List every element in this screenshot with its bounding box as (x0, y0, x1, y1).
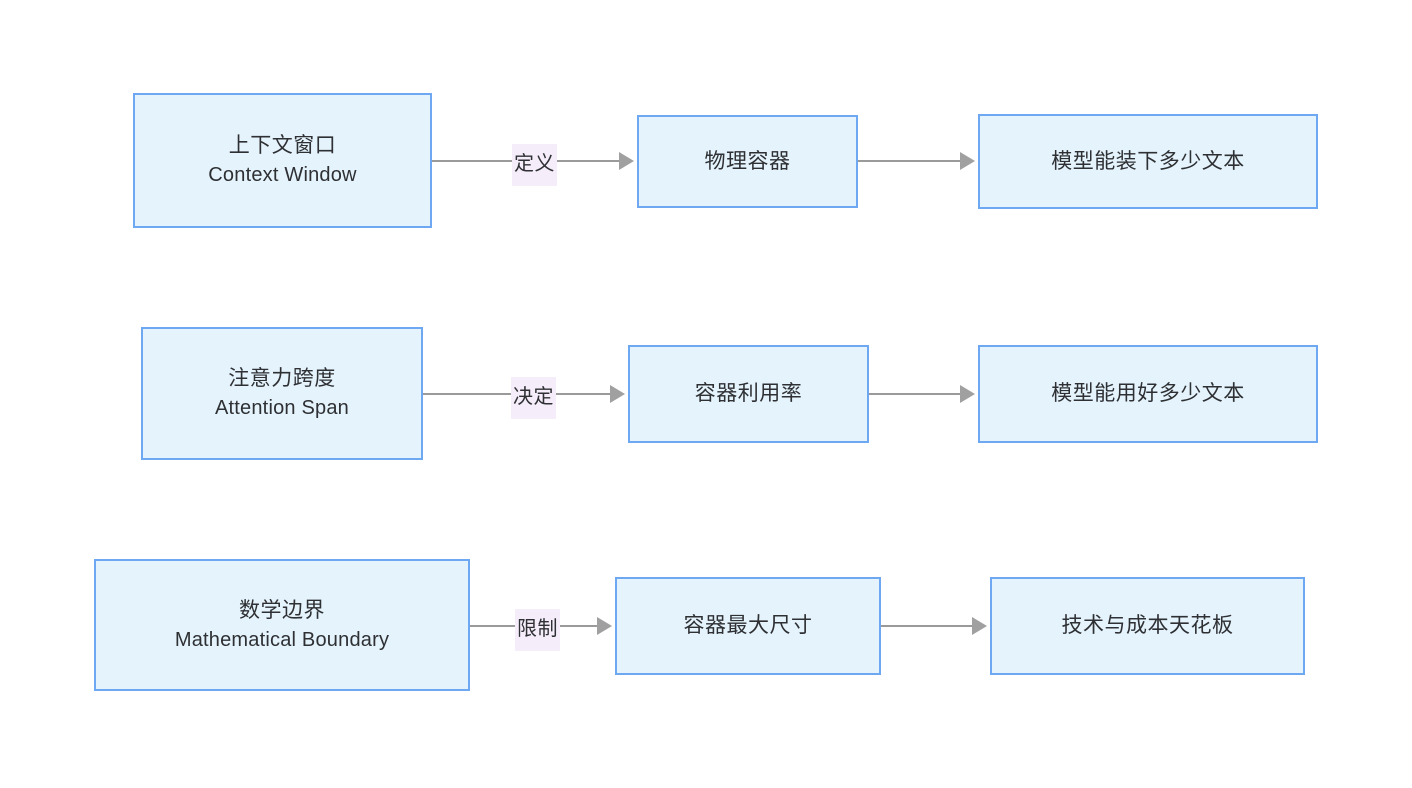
node-label-en: Mathematical Boundary (174, 628, 390, 651)
node-label-cn: 容器最大尺寸 (683, 614, 813, 638)
edge-row1-middle-to-target (858, 160, 962, 162)
node-container-max-size[interactable]: 容器最大尺寸 (615, 577, 881, 675)
node-label-cn: 数学边界 (239, 598, 325, 622)
node-label-cn: 模型能用好多少文本 (1051, 382, 1245, 406)
arrowhead-row2-target (960, 385, 975, 403)
node-mathematical-boundary[interactable]: 数学边界 Mathematical Boundary (94, 559, 470, 691)
node-attention-span[interactable]: 注意力跨度 Attention Span (141, 327, 423, 460)
node-label-cn: 物理容器 (704, 149, 791, 173)
edge-label-row1: 定义 (512, 144, 557, 186)
node-label-en: Attention Span (214, 397, 349, 420)
edge-label-row2: 决定 (511, 377, 556, 419)
node-container-utilization[interactable]: 容器利用率 (628, 345, 869, 443)
node-tech-and-cost-ceiling[interactable]: 技术与成本天花板 (990, 577, 1305, 675)
arrowhead-row1-middle (619, 152, 634, 170)
arrowhead-row3-middle (597, 617, 612, 635)
node-context-window[interactable]: 上下文窗口 Context Window (133, 93, 432, 228)
edge-row2-middle-to-target (869, 393, 962, 395)
arrowhead-row1-target (960, 152, 975, 170)
node-label-cn: 上下文窗口 (228, 134, 337, 158)
arrowhead-row2-middle (610, 385, 625, 403)
node-how-much-text-fits[interactable]: 模型能装下多少文本 (978, 114, 1318, 209)
node-how-much-text-used-well[interactable]: 模型能用好多少文本 (978, 345, 1318, 443)
node-label-cn: 模型能装下多少文本 (1051, 149, 1245, 173)
edge-row3-middle-to-target (881, 625, 974, 627)
node-label-cn: 容器利用率 (694, 382, 803, 406)
node-label-cn: 注意力跨度 (228, 367, 336, 391)
arrowhead-row3-target (972, 617, 987, 635)
node-label-cn: 技术与成本天花板 (1061, 614, 1234, 638)
edge-label-row3: 限制 (515, 609, 560, 651)
node-physical-container[interactable]: 物理容器 (637, 115, 858, 208)
node-label-en: Context Window (208, 164, 357, 187)
